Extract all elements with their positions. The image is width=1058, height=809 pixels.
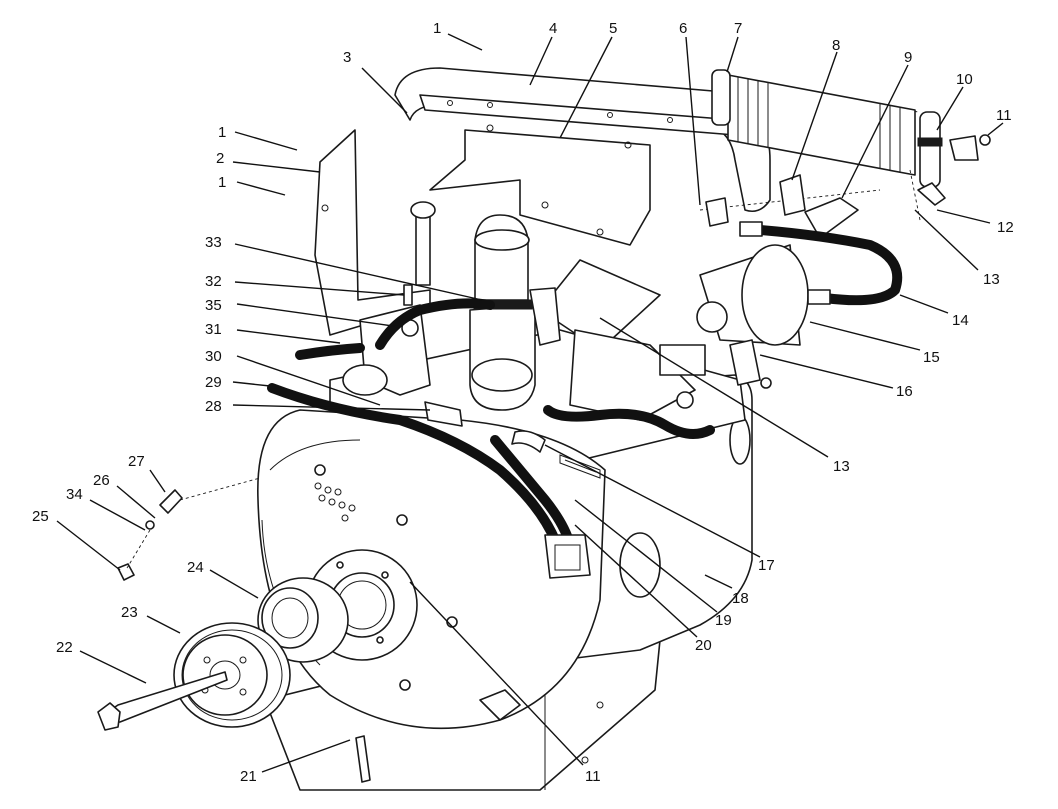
- fuel-hoses: [267, 298, 715, 579]
- callout-2: 2: [216, 150, 224, 167]
- callout-3: 3: [343, 49, 351, 66]
- callout-7: 7: [734, 20, 742, 37]
- rear-panel: [314, 129, 431, 336]
- callout-13-right: 13: [983, 271, 1000, 288]
- callout-10: 10: [956, 71, 973, 88]
- callout-6: 6: [679, 20, 687, 37]
- callout-29: 29: [205, 374, 222, 391]
- callout-20: 20: [695, 637, 712, 654]
- callout-26: 26: [93, 472, 110, 489]
- callout-34: 34: [66, 486, 83, 503]
- pulley-assembly: [97, 477, 371, 783]
- callout-24: 24: [187, 559, 204, 576]
- callout-32: 32: [205, 273, 222, 290]
- callout-numbers: 1 4 5 6 7 8 9 10 11 12 13 14 15 16 3 1 2…: [32, 20, 1014, 785]
- callout-30: 30: [205, 348, 222, 365]
- leader-lines: [56, 33, 1004, 773]
- callout-33: 33: [205, 234, 222, 251]
- callout-12: 12: [997, 219, 1014, 236]
- exhaust-stack: [410, 201, 561, 411]
- callout-1-mid: 1: [218, 124, 226, 141]
- callout-5: 5: [609, 20, 617, 37]
- callout-4: 4: [549, 20, 557, 37]
- air-cleaner: [699, 169, 921, 389]
- callout-11-right: 11: [996, 107, 1012, 124]
- callout-35: 35: [205, 297, 222, 314]
- callout-8: 8: [832, 37, 840, 54]
- callout-23: 23: [121, 604, 138, 621]
- callout-22: 22: [56, 639, 73, 656]
- callout-13-mid: 13: [833, 458, 850, 475]
- callout-17: 17: [758, 557, 775, 574]
- callout-31: 31: [205, 321, 222, 338]
- oil-cooler: [711, 69, 991, 206]
- callout-1-low: 1: [218, 174, 226, 191]
- callout-25: 25: [32, 508, 49, 525]
- shroud-fins: [314, 482, 356, 522]
- callout-15: 15: [923, 349, 940, 366]
- callout-19: 19: [715, 612, 732, 629]
- callout-9: 9: [904, 49, 912, 66]
- callout-16: 16: [896, 383, 913, 400]
- control-plate: [539, 259, 728, 421]
- callout-1-top: 1: [433, 20, 441, 37]
- oil-hose: [739, 221, 903, 306]
- callout-14: 14: [952, 312, 969, 329]
- callout-18: 18: [732, 590, 749, 607]
- carburetor: [342, 284, 463, 427]
- callout-28: 28: [205, 398, 222, 415]
- callout-11-bottom: 11: [585, 768, 601, 785]
- callout-27: 27: [128, 453, 145, 470]
- callout-21: 21: [240, 768, 257, 785]
